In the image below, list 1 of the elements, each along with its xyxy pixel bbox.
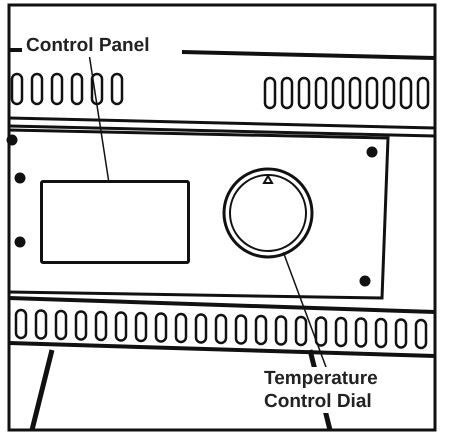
display-screen xyxy=(40,180,190,264)
